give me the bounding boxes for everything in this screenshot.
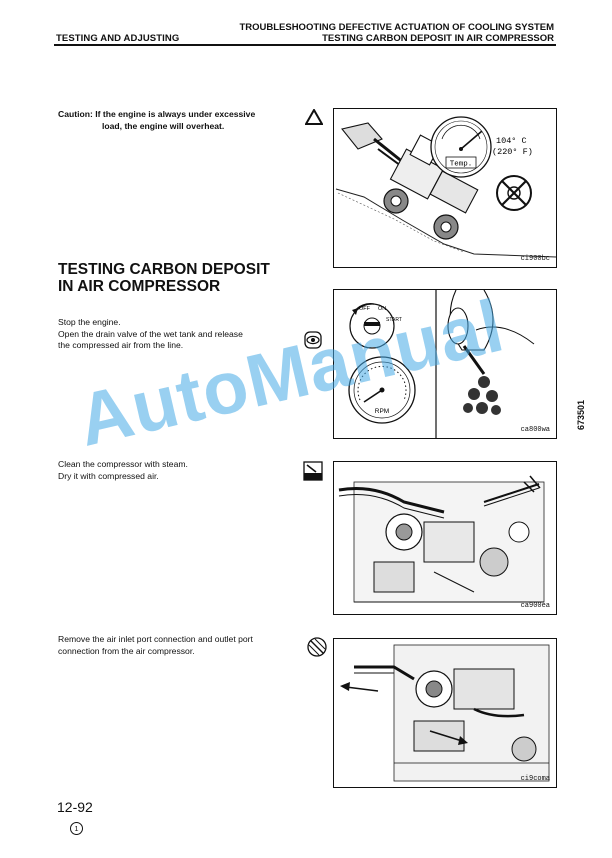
figure-code: ca900ea — [520, 602, 550, 610]
temp-value: 104° C — [496, 136, 527, 146]
figure-compressor-clean: ca900ea — [333, 461, 557, 615]
figure-code: ci9coma — [520, 775, 550, 783]
key-on-label: ON — [378, 306, 386, 312]
title-line-2: TESTING CARBON DEPOSIT IN AIR COMPRESSOR — [322, 33, 554, 44]
step-1-line-2: Open the drain valve of the wet tank and… — [58, 328, 243, 339]
caution-line-2: load, the engine will overheat. — [102, 121, 225, 131]
step-1-line-1: Stop the engine. — [58, 317, 121, 327]
figure-drain-valve: OFF ON START RPM ca800wa — [333, 289, 557, 439]
step-3-line-1: Remove the air inlet port connection and… — [58, 634, 253, 644]
key-start-label: START — [386, 317, 402, 323]
warning-triangle-icon — [305, 109, 323, 125]
header-rule — [54, 44, 556, 46]
wrench-remove-icon — [307, 637, 327, 657]
caution-line-1: Caution: If the engine is always under e… — [58, 109, 256, 119]
step-1-line-3: the compressed air from the line. — [58, 340, 184, 350]
section-header: TESTING AND ADJUSTING — [56, 33, 180, 44]
figure-code: ca800wa — [520, 426, 550, 434]
figure-code: ci900bc — [520, 255, 550, 263]
step-2-text: Clean the compressor with steam. Dry it … — [58, 459, 298, 482]
caution-note: Caution: If the engine is always under e… — [58, 108, 303, 132]
side-reference-number: 673501 — [576, 399, 586, 430]
page-number: 12-92 — [57, 799, 93, 815]
step-3-line-2: connection from the air compressor. — [58, 645, 195, 656]
step-1-text: Stop the engine. Open the drain valve of… — [58, 317, 308, 352]
heading-line-2: IN AIR COMPRESSOR — [58, 278, 221, 295]
section-heading: TESTING CARBON DEPOSIT IN AIR COMPRESSOR — [58, 261, 270, 295]
temp-value-f: (220° F) — [492, 147, 533, 157]
step-2-line-1: Clean the compressor with steam. — [58, 459, 188, 469]
revision-mark: 1 — [70, 822, 83, 835]
figure-loader-overheat: Temp. 104° C (220° F) ci900bc — [333, 108, 557, 268]
eye-inspect-icon — [304, 331, 322, 349]
step-3-text: Remove the air inlet port connection and… — [58, 634, 308, 657]
page-title: TROUBLESHOOTING DEFECTIVE ACTUATION OF C… — [239, 22, 554, 44]
step-2-line-2: Dry it with compressed air. — [58, 470, 159, 481]
rpm-label: RPM — [375, 408, 389, 415]
gauge-label: Temp. — [450, 161, 473, 169]
heading-line-1: TESTING CARBON DEPOSIT — [58, 261, 270, 278]
steam-clean-icon — [303, 461, 323, 481]
key-off-label: OFF — [359, 306, 371, 312]
title-line-1: TROUBLESHOOTING DEFECTIVE ACTUATION OF C… — [239, 22, 554, 33]
figure-remove-connections: ci9coma — [333, 638, 557, 788]
